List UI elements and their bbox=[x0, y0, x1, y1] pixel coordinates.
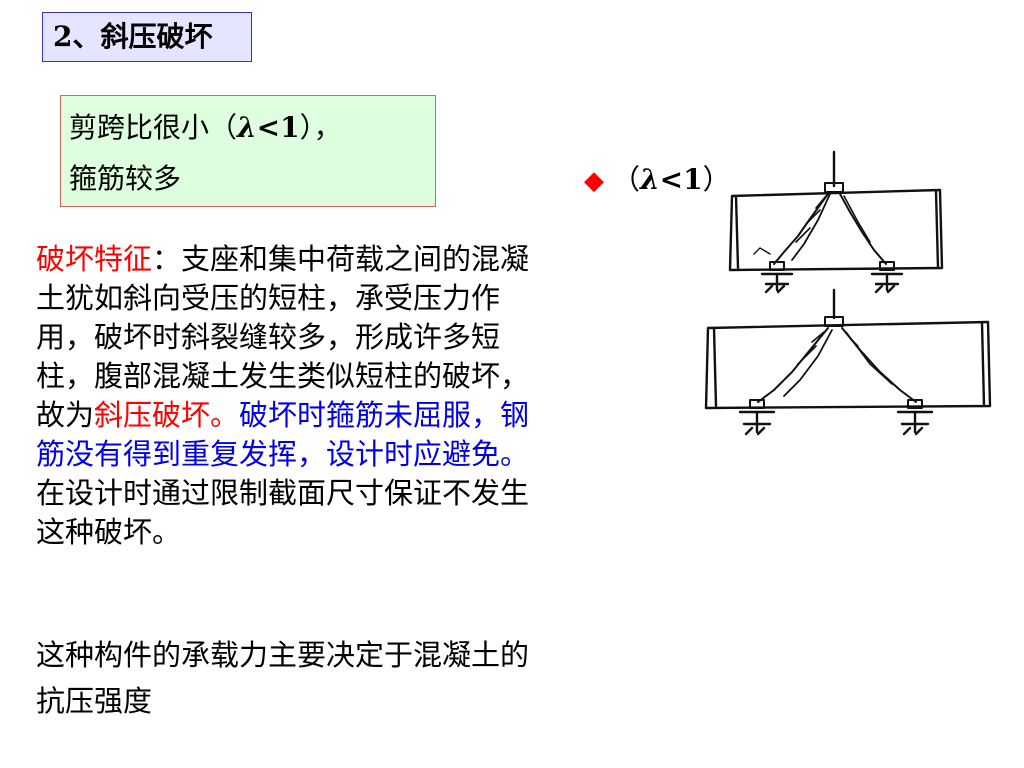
label-close-paren: ） bbox=[702, 163, 731, 196]
conclusion-text: 这种构件的承载力主要决定于混凝土的抗压强度 bbox=[36, 638, 530, 718]
lambda-value: <1 bbox=[256, 111, 300, 144]
diagram-label: ◆ （λ<1） bbox=[584, 162, 731, 199]
feature-colon: ： bbox=[152, 242, 182, 276]
lambda-symbol: λ bbox=[237, 111, 257, 144]
section-title: 2、斜压破坏 bbox=[42, 12, 252, 62]
stirrup-warning-text: 破坏时箍筋未屈服，钢筋没有得到重复发挥，设计时应避免。 bbox=[36, 398, 530, 471]
condition-prefix: 剪跨比很小（ bbox=[69, 111, 238, 144]
upper-beam-sketch bbox=[728, 150, 944, 294]
condition-box: 剪跨比很小（λ<1）， 箍筋较多 bbox=[60, 95, 436, 207]
condition-suffix: ）， bbox=[299, 111, 342, 144]
condition-line-1: 剪跨比很小（λ<1）， bbox=[69, 102, 435, 153]
diagonal-compression-highlight: 斜压破坏。 bbox=[94, 398, 240, 432]
label-lambda-value: <1 bbox=[659, 163, 703, 196]
diamond-bullet-icon: ◆ bbox=[584, 166, 604, 196]
description-body-2: 在设计时通过限制截面尺寸保证不发生这种破坏。 bbox=[36, 476, 530, 549]
failure-description: 破坏特征：支座和集中荷载之间的混凝土犹如斜向受压的短柱，承受压力作用，破坏时斜裂… bbox=[36, 240, 556, 552]
description-body-1: 支座和集中荷载之间的混凝土犹如斜向受压的短柱，承受压力作用，破坏时斜裂缝较多，形… bbox=[36, 242, 530, 432]
label-open-paren: （ bbox=[612, 163, 641, 196]
beam-failure-diagram bbox=[704, 150, 992, 436]
failure-feature-label: 破坏特征 bbox=[36, 242, 153, 276]
lower-beam-sketch bbox=[704, 288, 992, 436]
condition-line-2: 箍筋较多 bbox=[69, 162, 182, 195]
label-lambda: λ bbox=[640, 163, 660, 196]
